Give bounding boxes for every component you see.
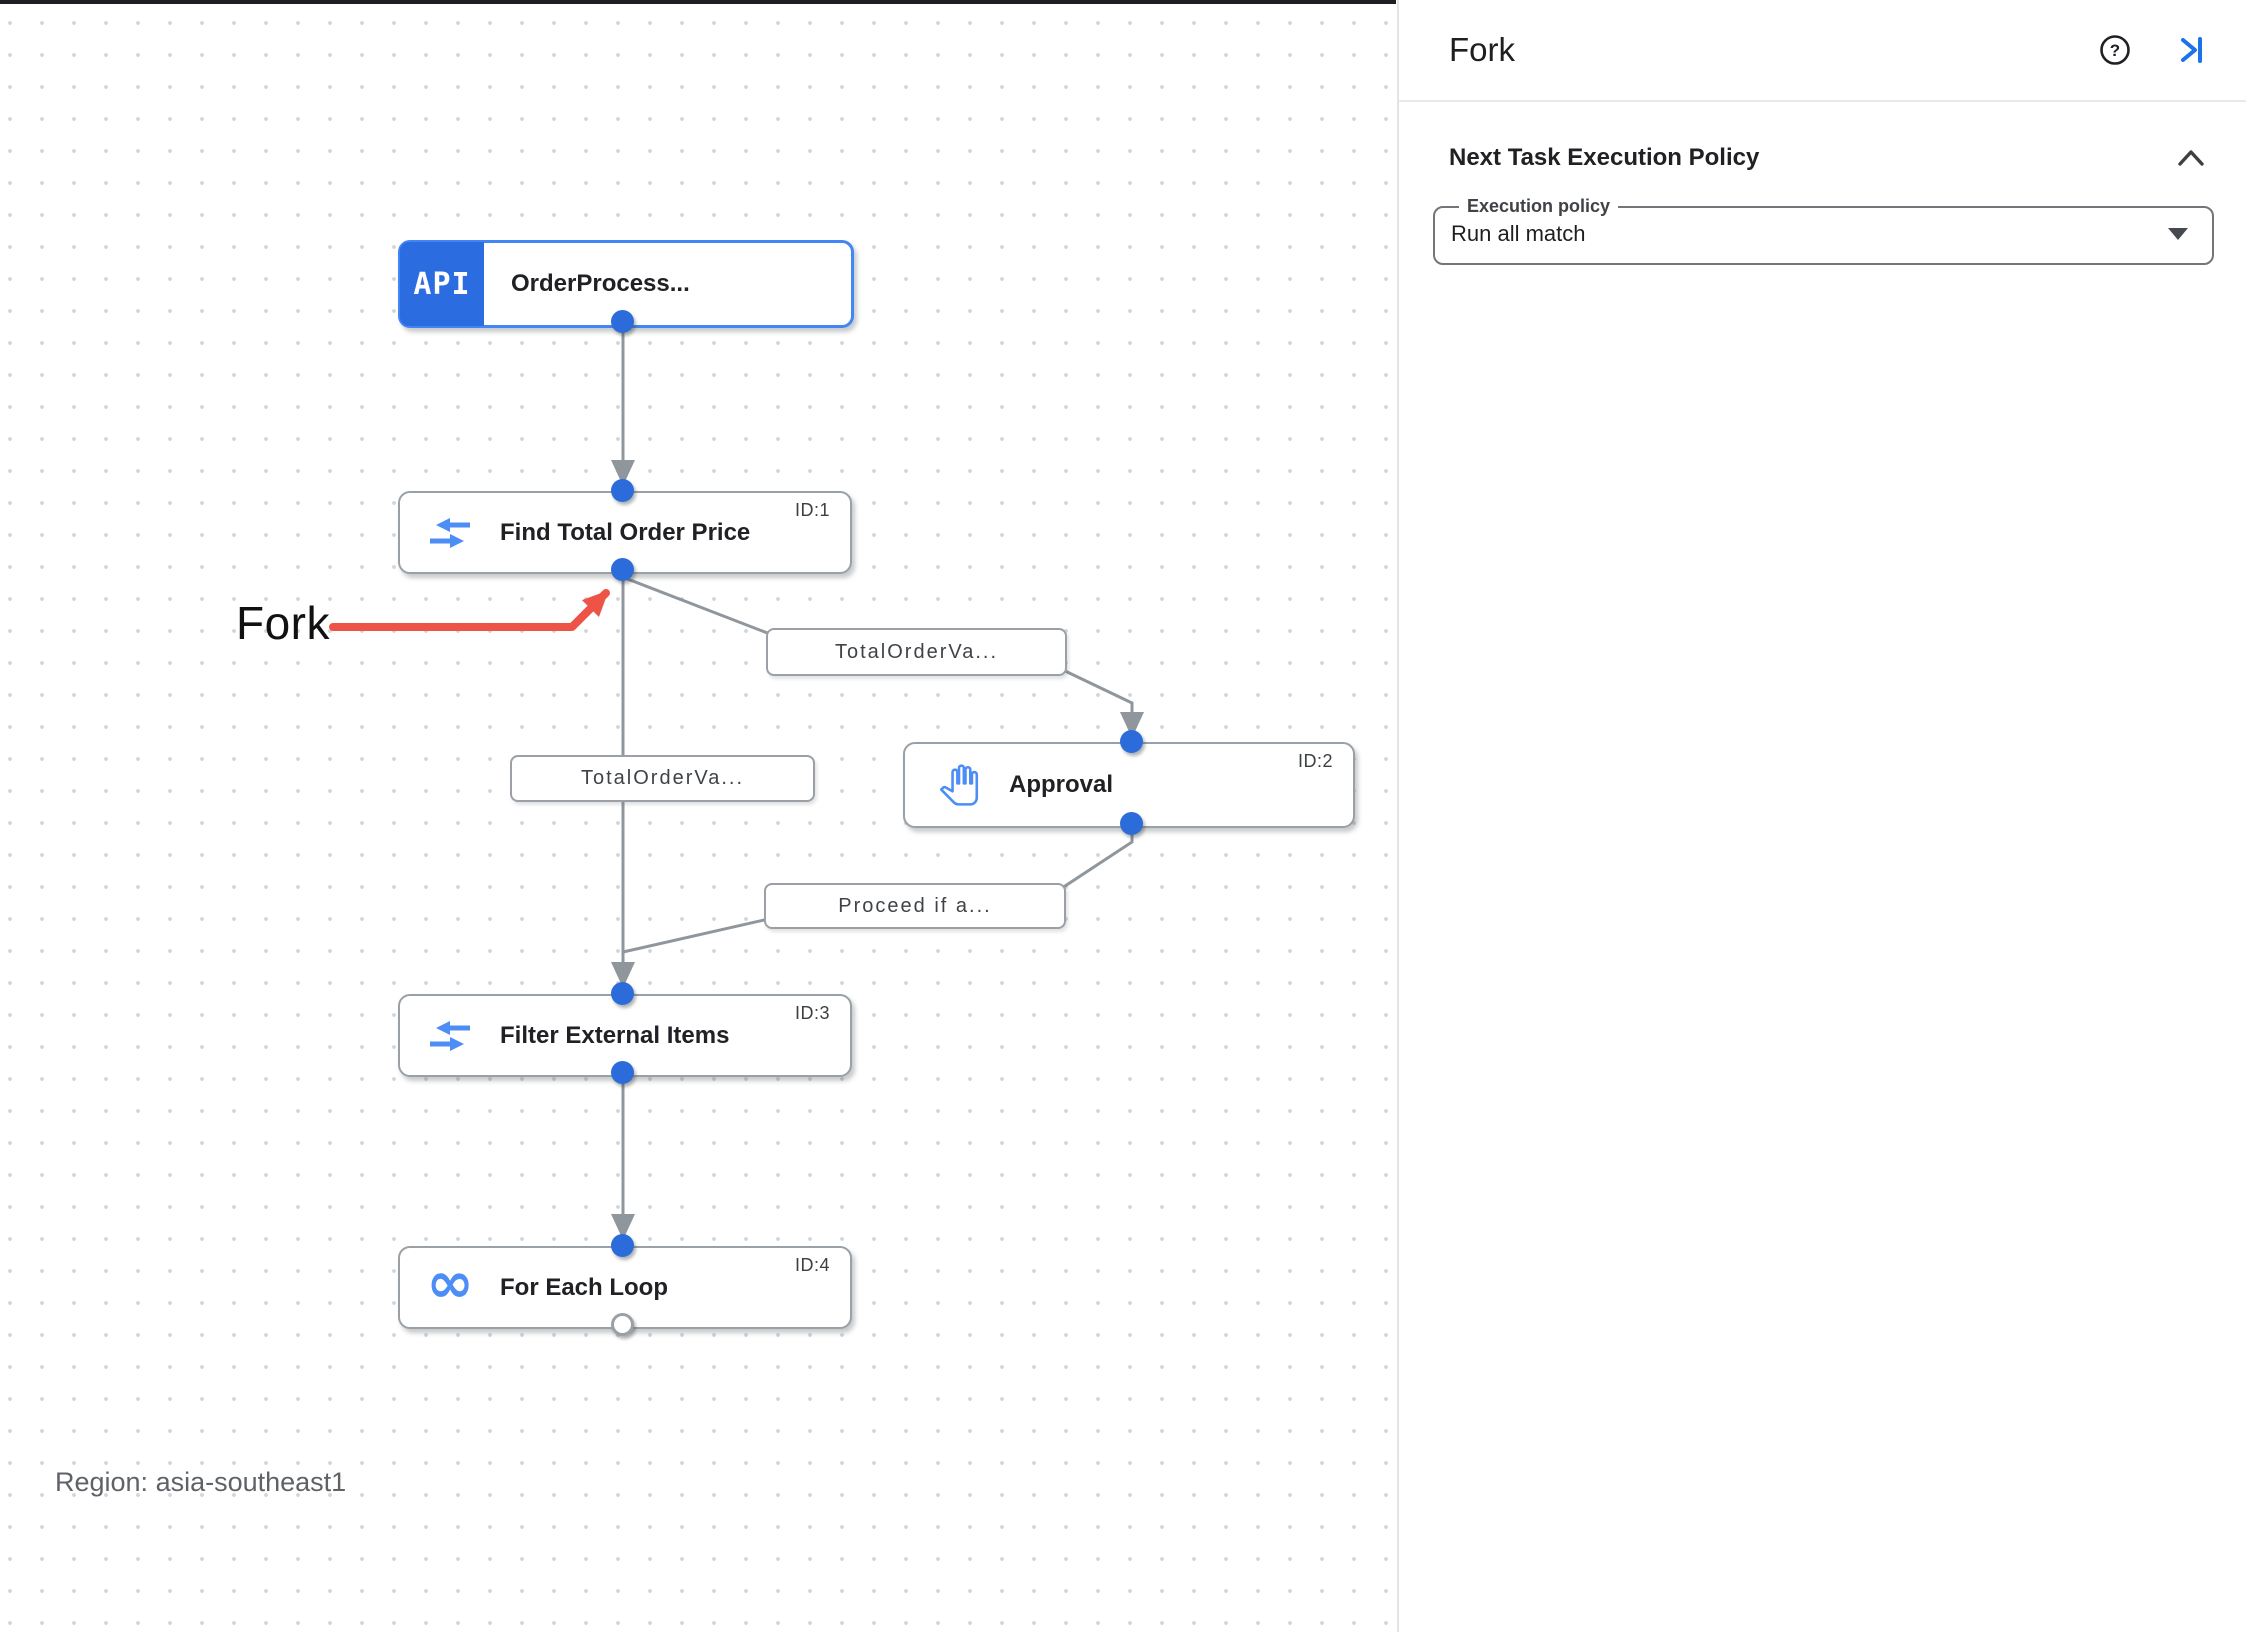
connection-dot-fork[interactable] — [611, 558, 634, 581]
section-title: Next Task Execution Policy — [1449, 144, 1760, 171]
workflow-canvas[interactable]: API OrderProcess... Find Total Order Pri… — [0, 0, 1397, 1632]
fork-annotation-label: Fork — [236, 597, 330, 649]
arrowhead — [1120, 712, 1144, 738]
canvas-top-border — [0, 0, 1396, 4]
connection-dot[interactable] — [1120, 812, 1143, 835]
edge-label-total-order-value-right[interactable]: TotalOrderVa... — [766, 628, 1067, 676]
connection-dot[interactable] — [611, 479, 634, 502]
node-approval[interactable]: Approval ID:2 — [903, 742, 1355, 828]
node-id-badge: ID:4 — [794, 1255, 830, 1275]
config-panel: Fork ? Next Task Execution Policy — [1397, 0, 2246, 1632]
loop-icon: ∞ — [426, 1249, 474, 1316]
data-mapping-icon — [426, 1016, 474, 1056]
region-label: Region: asia-southeast1 — [55, 1467, 347, 1497]
next-task-policy-section: Next Task Execution Policy — [1449, 144, 2206, 172]
connection-dot[interactable] — [611, 1061, 634, 1084]
arrowhead — [611, 962, 635, 988]
collapse-panel-icon[interactable] — [2174, 33, 2208, 67]
node-id-badge: ID:1 — [794, 500, 830, 520]
connection-dot[interactable] — [611, 982, 634, 1005]
connection-dot-empty[interactable] — [611, 1313, 634, 1336]
hand-icon — [935, 764, 983, 806]
execution-policy-label: Execution policy — [1467, 196, 1611, 216]
connection-dot[interactable] — [1120, 730, 1143, 753]
node-id-badge: ID:3 — [794, 1003, 830, 1023]
dropdown-caret-icon — [2168, 228, 2188, 240]
workflow-edges — [329, 322, 1144, 1240]
edge-label-text: TotalOrderVa... — [834, 640, 999, 663]
chevron-up-icon[interactable] — [2176, 147, 2206, 169]
connection-dot[interactable] — [611, 310, 634, 333]
edge-label-text: TotalOrderVa... — [580, 767, 745, 789]
node-order-process-trigger[interactable]: API OrderProcess... — [398, 240, 854, 328]
execution-policy-field[interactable]: Execution policy Run all match — [1433, 196, 2214, 265]
node-title: Approval — [1009, 771, 1114, 798]
api-badge-label: API — [413, 266, 471, 302]
node-title: OrderProcess... — [511, 270, 690, 297]
node-title: Filter External Items — [500, 1021, 730, 1049]
annotation-arrow — [329, 589, 610, 631]
execution-policy-value: Run all match — [1451, 221, 1586, 246]
connection-dot[interactable] — [611, 1234, 634, 1257]
panel-header: Fork ? — [1399, 0, 2246, 102]
execution-policy-select[interactable]: Run all match — [1451, 221, 2196, 247]
node-title: Find Total Order Price — [500, 518, 751, 546]
arrowhead — [611, 1214, 635, 1240]
node-title: For Each Loop — [500, 1273, 668, 1301]
arrowhead — [611, 460, 635, 486]
panel-title: Fork — [1449, 31, 1515, 68]
svg-text:?: ? — [2110, 41, 2120, 60]
edge-label-total-order-value-left[interactable]: TotalOrderVa... — [510, 755, 815, 802]
data-mapping-icon — [426, 513, 474, 553]
node-id-badge: ID:2 — [1297, 751, 1333, 771]
api-badge: API — [400, 242, 484, 326]
edge-label-text: Proceed if a... — [838, 894, 992, 917]
help-icon[interactable]: ? — [2098, 33, 2132, 67]
edge-label-proceed-if[interactable]: Proceed if a... — [764, 883, 1066, 929]
